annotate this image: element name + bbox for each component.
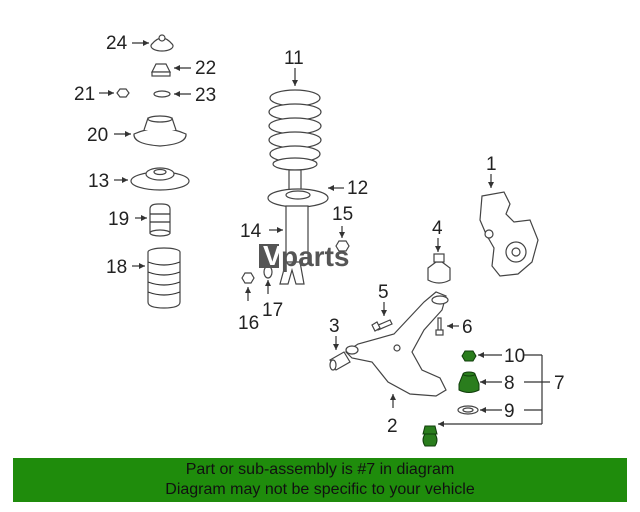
callout-6: 6 [462,317,473,338]
callout-13: 13 [88,171,109,192]
callout-14: 14 [240,221,262,242]
part-9-washer[interactable] [457,405,479,415]
part-6-bolt[interactable] [435,317,444,336]
part-11-coil-spring[interactable] [268,89,322,171]
part-15-nut[interactable] [335,240,350,252]
watermark-text: parts [281,241,349,272]
callout-19: 19 [108,209,129,230]
part-8-bushing-highlighted[interactable] [458,371,480,393]
bracket-7 [524,354,550,424]
callout-17: 17 [262,300,283,321]
vparts-watermark: V parts [259,240,349,272]
callout-11: 11 [284,48,304,69]
part-18-dust-boot[interactable] [147,247,181,309]
part-21-nut[interactable] [116,88,130,98]
part-5-bolt[interactable] [371,319,393,332]
footer-line-2: Diagram may not be specific to your vehi… [165,481,475,498]
part-23-washer[interactable] [153,90,171,98]
part-1-steering-knuckle[interactable] [479,191,539,277]
callout-8: 8 [504,373,515,394]
callout-2: 2 [387,416,398,437]
callout-16: 16 [238,313,259,334]
callout-23: 23 [195,85,216,106]
callout-22: 22 [195,58,216,79]
part-20-upper-mount[interactable] [133,115,187,147]
part-ball-joint-highlighted[interactable] [422,425,438,447]
part-19-bump-stop[interactable] [149,203,171,237]
part-10-nut-highlighted[interactable] [461,350,477,362]
callout-4: 4 [432,218,443,239]
exploded-parts-diagram: 24 22 21 23 20 13 19 [74,33,565,447]
callout-1: 1 [486,154,497,175]
footer-banner: Part or sub-assembly is #7 in diagram Di… [13,458,627,502]
part-2-lower-control-arm[interactable] [345,291,449,397]
callout-20: 20 [87,125,108,146]
watermark-mark: V [263,240,282,271]
callout-9: 9 [504,401,515,422]
callout-12: 12 [347,178,368,199]
callout-5: 5 [378,282,389,303]
callout-21: 21 [74,84,95,105]
callout-24: 24 [106,33,128,54]
part-13-bearing[interactable] [130,167,190,191]
callout-3: 3 [329,316,340,337]
part-3-bushing[interactable] [329,351,351,371]
part-14-strut[interactable] [267,169,329,285]
callout-18: 18 [106,257,127,278]
footer-line-1: Part or sub-assembly is #7 in diagram [185,461,455,478]
part-24-cap[interactable] [150,34,174,52]
callout-15: 15 [332,204,353,225]
callout-7: 7 [554,373,565,394]
callout-10: 10 [504,346,525,367]
part-16-nut[interactable] [241,272,255,284]
part-4-mount[interactable] [427,253,451,284]
part-22-nut[interactable] [151,63,171,77]
